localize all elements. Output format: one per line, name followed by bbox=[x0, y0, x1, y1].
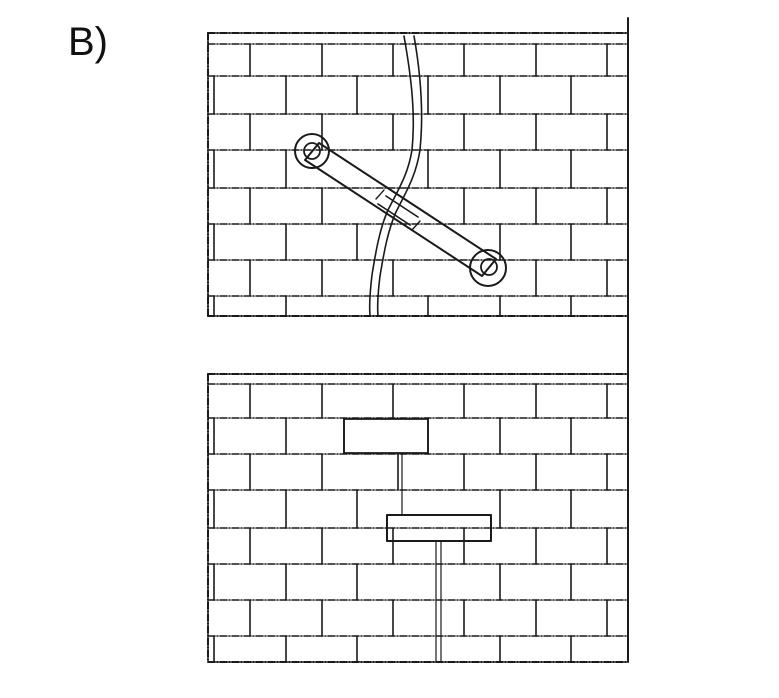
upper-wall-panel bbox=[207, 32, 629, 317]
wall-crack bbox=[368, 35, 423, 317]
lower-wall-panel bbox=[207, 373, 629, 663]
anchor-plate-top bbox=[294, 133, 330, 169]
panel-label: B) bbox=[68, 20, 108, 64]
upper-bed-joints bbox=[207, 43, 629, 297]
stitch-brick bbox=[386, 514, 492, 542]
diagonal-tie-rod bbox=[294, 133, 507, 287]
replaced-bricks bbox=[343, 418, 492, 663]
lower-bed-joints bbox=[207, 383, 629, 637]
lower-head-joints bbox=[213, 383, 608, 663]
